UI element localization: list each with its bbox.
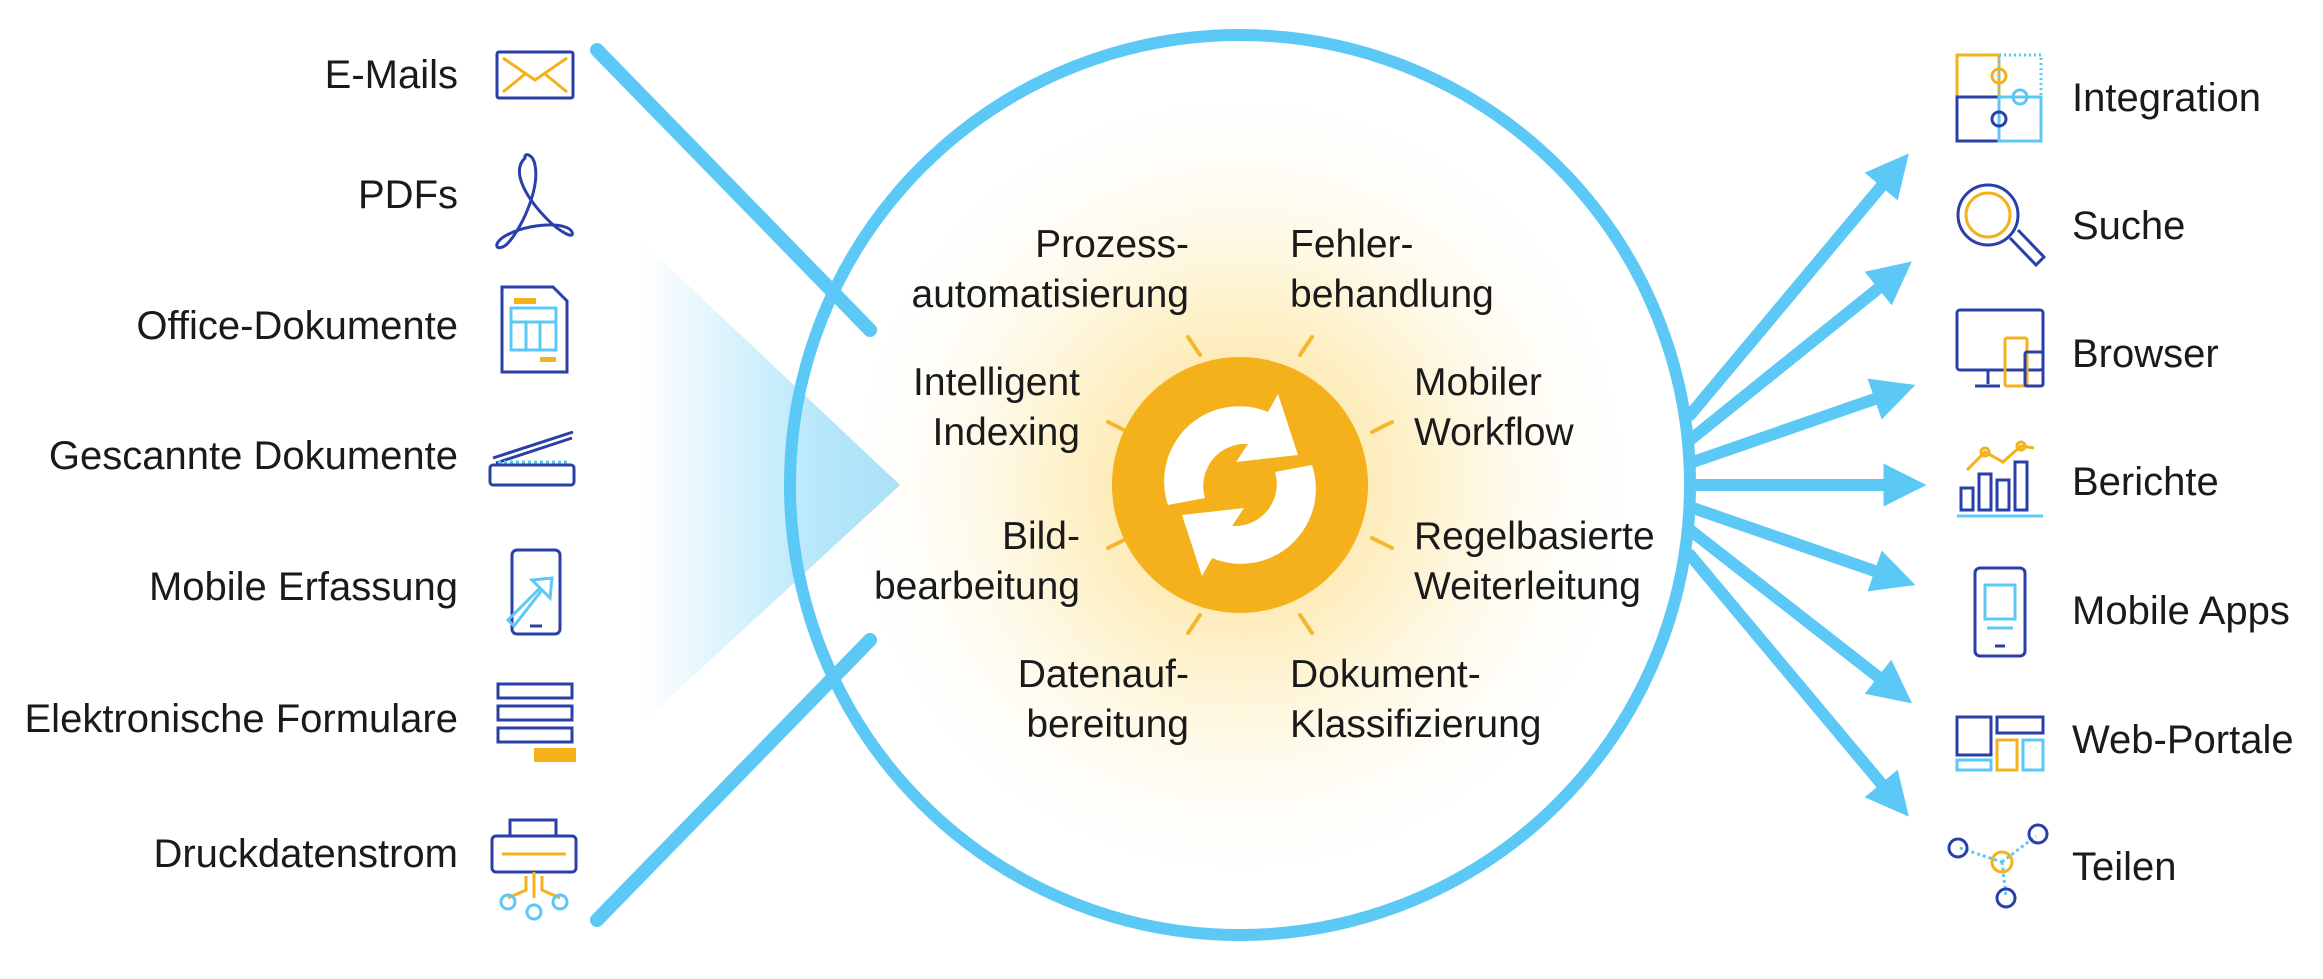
function-intelligent-indexing: Intelligent Indexing — [913, 361, 1080, 454]
input-label-emails: E-Mails — [324, 53, 458, 97]
input-label-druckdatenstrom: Druckdatenstrom — [153, 832, 458, 876]
input-label-office-dokumente: Office-Dokumente — [136, 304, 458, 348]
output-label-browser: Browser — [2072, 332, 2219, 376]
input-label-mobile-erfassung: Mobile Erfassung — [148, 565, 458, 609]
smartphone-icon — [1973, 566, 2027, 658]
function-mobiler-workflow: Mobiler Workflow — [1414, 361, 1574, 454]
function-prozessautomatisierung: Prozess- automatisierung — [911, 223, 1190, 316]
function-regelbasierte-weiterleitung: Regelbasierte Weiterleitung — [1414, 515, 1655, 608]
share-icon — [1947, 823, 2049, 909]
form-icon — [496, 682, 576, 762]
function-fehlerbehandlung: Fehler- behandlung — [1290, 223, 1494, 316]
input-funnel — [640, 240, 900, 725]
input-label-elektronische-formulare: Elektronische Formulare — [24, 697, 459, 741]
sun-rays — [1106, 335, 1394, 635]
report-chart-icon — [1957, 440, 2043, 518]
web-portal-icon — [1955, 715, 2045, 772]
arrow-web-portale — [1684, 524, 1913, 704]
function-datenaufbereitung: Datenauf- bereitung — [1017, 653, 1189, 746]
puzzle-icon — [1955, 53, 2043, 143]
envelope-icon — [495, 50, 575, 100]
arrow-teilen — [1684, 549, 1909, 817]
pdf-icon — [495, 153, 574, 250]
arrow-suche — [1684, 261, 1912, 446]
printer-icon — [490, 818, 578, 921]
input-label-pdfs: PDFs — [358, 173, 458, 217]
function-bildbearbeitung: Bild- bearbeitung — [873, 515, 1080, 608]
arrow-mobile-apps — [1684, 501, 1916, 592]
output-arrows — [1684, 153, 1927, 817]
sun-disc — [1112, 357, 1368, 613]
devices-icon — [1955, 308, 2045, 388]
output-label-teilen: Teilen — [2072, 845, 2177, 889]
mobile-capture-icon — [505, 548, 562, 636]
output-label-mobile-apps: Mobile Apps — [2072, 589, 2290, 633]
output-label-suche: Suche — [2072, 204, 2186, 248]
input-line-bottom — [590, 633, 877, 927]
input-line-top — [590, 43, 877, 337]
output-label-integration: Integration — [2072, 76, 2262, 120]
arrow-browser — [1684, 378, 1916, 469]
input-label-gescannte-dokumente: Gescannte Dokumente — [48, 434, 458, 478]
office-document-icon — [500, 285, 569, 374]
arrow-integration — [1684, 153, 1909, 421]
output-label-berichte: Berichte — [2072, 460, 2219, 504]
output-label-web-portale: Web-Portale — [2072, 718, 2294, 762]
refresh-cycle-icon — [1164, 394, 1316, 576]
function-dokument-klassifizierung: Dokument- Klassifizierung — [1290, 653, 1542, 746]
scanner-icon — [488, 430, 576, 487]
magnifier-icon — [1956, 183, 2047, 268]
